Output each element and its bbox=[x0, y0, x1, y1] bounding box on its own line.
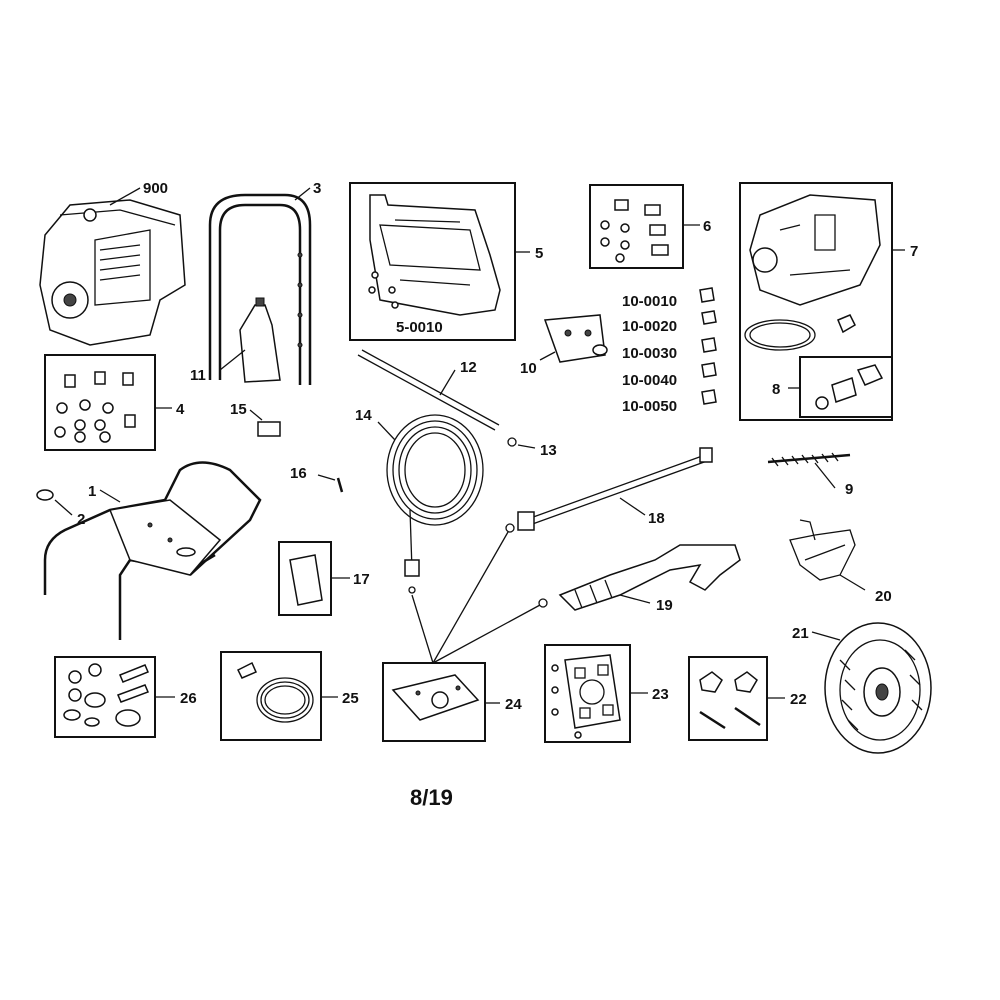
part-15 bbox=[257, 421, 281, 437]
part-wand-18 bbox=[505, 447, 713, 533]
callout-2: 2 bbox=[77, 511, 85, 528]
part-frame-1 bbox=[43, 461, 262, 640]
callout-6: 6 bbox=[703, 218, 711, 235]
callout-20: 20 bbox=[875, 588, 892, 605]
callout-5-0010: 5-0010 bbox=[396, 319, 443, 336]
box-8 bbox=[799, 356, 893, 418]
part-gun-19 bbox=[538, 544, 741, 611]
part-10 bbox=[543, 314, 608, 363]
callout-10-0040: 10-0040 bbox=[622, 372, 677, 389]
callout-15: 15 bbox=[230, 401, 247, 418]
callout-3: 3 bbox=[313, 180, 321, 197]
part-hose-14 bbox=[386, 414, 484, 594]
part-handle-3 bbox=[208, 193, 312, 385]
part-panel-5 bbox=[368, 194, 501, 316]
callout-10-0010: 10-0010 bbox=[622, 293, 677, 310]
callout-22: 22 bbox=[790, 691, 807, 708]
callout-9: 9 bbox=[845, 481, 853, 498]
part-wheel-21 bbox=[824, 622, 932, 754]
part-20 bbox=[789, 519, 856, 581]
part-24 bbox=[391, 674, 480, 721]
callout-21: 21 bbox=[792, 625, 809, 642]
box-22 bbox=[688, 656, 768, 741]
page-label: 8/19 bbox=[410, 785, 453, 810]
part-22 bbox=[699, 671, 761, 730]
part-engine-900 bbox=[39, 199, 186, 346]
part-nozzles bbox=[699, 287, 717, 405]
callout-10: 10 bbox=[520, 360, 537, 377]
part-9 bbox=[767, 452, 851, 467]
callout-5: 5 bbox=[535, 245, 543, 262]
part-12 bbox=[357, 349, 500, 431]
part-25 bbox=[236, 661, 314, 723]
part-17 bbox=[289, 554, 323, 606]
callout-17: 17 bbox=[353, 571, 370, 588]
callout-8: 8 bbox=[772, 381, 780, 398]
callout-10-0030: 10-0030 bbox=[622, 345, 677, 362]
callout-1: 1 bbox=[88, 483, 96, 500]
callout-4: 4 bbox=[176, 401, 185, 418]
callout-12: 12 bbox=[460, 359, 477, 376]
part-11 bbox=[239, 297, 281, 383]
box-6 bbox=[589, 184, 684, 269]
callout-25: 25 bbox=[342, 690, 359, 707]
part-mounts-4 bbox=[54, 371, 136, 443]
box-4 bbox=[44, 354, 156, 451]
callout-14: 14 bbox=[355, 407, 372, 424]
part-23 bbox=[551, 654, 621, 739]
part-16 bbox=[336, 477, 344, 493]
callout-10-0020: 10-0020 bbox=[622, 318, 677, 335]
box-7 bbox=[739, 182, 893, 421]
box-25 bbox=[220, 651, 322, 741]
callout-23: 23 bbox=[652, 686, 669, 703]
callout-24: 24 bbox=[505, 696, 522, 713]
callout-13: 13 bbox=[540, 442, 557, 459]
callout-18: 18 bbox=[648, 510, 665, 527]
callout-11: 11 bbox=[190, 367, 206, 384]
callout-7: 7 bbox=[910, 243, 918, 260]
part-26 bbox=[63, 663, 150, 727]
callout-16: 16 bbox=[290, 465, 307, 482]
callout-900: 900 bbox=[143, 180, 168, 197]
callout-19: 19 bbox=[656, 597, 673, 614]
callout-26: 26 bbox=[180, 690, 197, 707]
box-5 bbox=[349, 182, 516, 341]
part-2 bbox=[36, 489, 54, 501]
part-screws-6 bbox=[600, 199, 669, 263]
callout-10-0050: 10-0050 bbox=[622, 398, 677, 415]
part-8 bbox=[815, 364, 884, 410]
part-13 bbox=[507, 437, 517, 447]
part-pump-7 bbox=[744, 194, 881, 351]
